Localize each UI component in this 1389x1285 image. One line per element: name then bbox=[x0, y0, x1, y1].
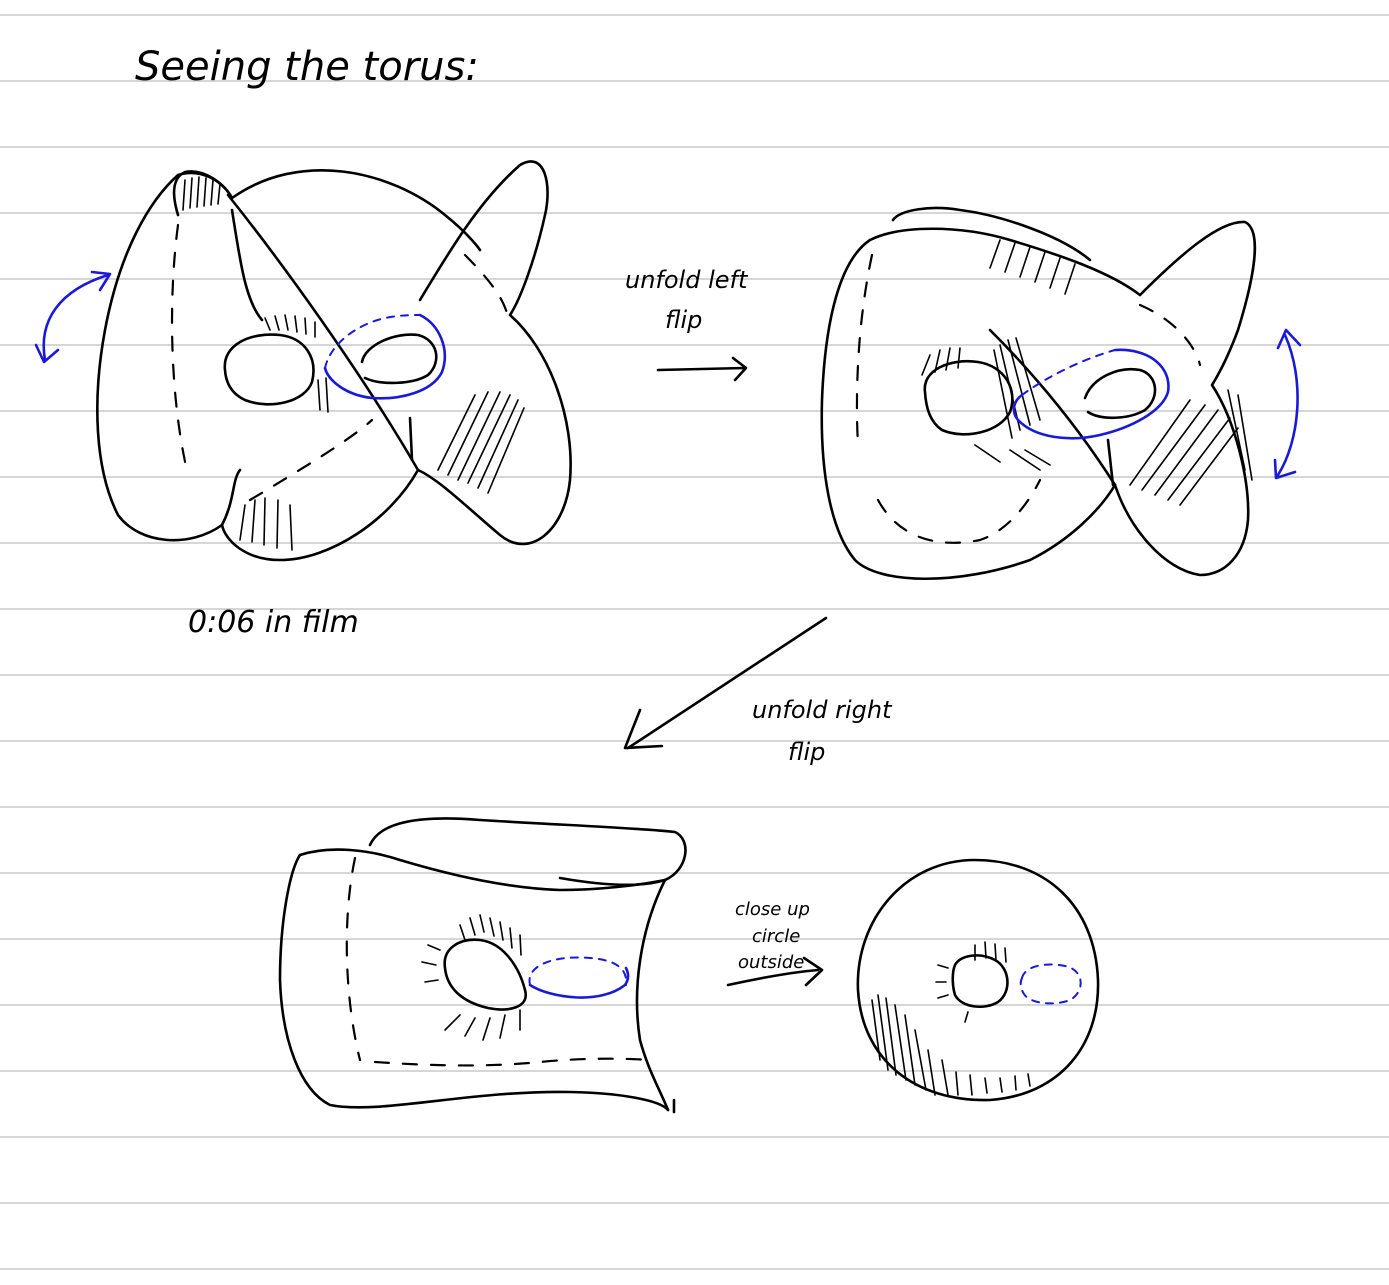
page-title: Seeing the torus: bbox=[135, 44, 479, 90]
right-wing-outline bbox=[1113, 220, 1257, 577]
hidden-edge-left bbox=[170, 223, 190, 477]
step3-arrow bbox=[726, 956, 824, 987]
ruled-lines bbox=[0, 14, 1389, 1270]
blue-loop-solid bbox=[528, 966, 630, 999]
hidden-edge-right bbox=[1138, 303, 1202, 367]
hidden-edge-bottom bbox=[373, 1057, 652, 1067]
hatching bbox=[182, 176, 525, 551]
hole-left bbox=[223, 333, 315, 406]
hole bbox=[443, 938, 527, 1011]
fold-diagonal bbox=[226, 193, 420, 472]
cylinder-body-outline bbox=[278, 853, 670, 1112]
rotation-arrow-head-bottom bbox=[34, 343, 60, 364]
hidden-edge-right bbox=[463, 253, 510, 320]
step1-arrow bbox=[656, 356, 748, 382]
hatching bbox=[871, 941, 1031, 1096]
figure-closed-torus bbox=[856, 858, 1100, 1102]
hole-left bbox=[923, 359, 1014, 436]
rotation-arrow-head-top bbox=[1276, 328, 1302, 350]
top-bump-outline bbox=[172, 170, 234, 217]
hatching bbox=[921, 239, 1253, 506]
left-lobe-outline bbox=[96, 171, 242, 542]
blue-loop-dashed bbox=[528, 956, 628, 986]
step2-arrow bbox=[623, 616, 828, 750]
right-lobe-outline bbox=[416, 160, 572, 546]
rotation-arrow-left bbox=[42, 273, 110, 362]
step3-label-line1: close up bbox=[735, 899, 810, 920]
figure-unfolded-left bbox=[820, 206, 1302, 581]
blue-loop-solid bbox=[1012, 348, 1170, 440]
step2-label-line2: flip bbox=[788, 738, 825, 766]
torus-outline bbox=[856, 858, 1100, 1102]
rotation-arrow-right bbox=[1276, 333, 1299, 477]
blue-loop-dashed bbox=[1021, 349, 1116, 396]
figure-knotted-torus bbox=[34, 160, 572, 562]
hatching bbox=[421, 914, 522, 1041]
lower-cross-outline bbox=[220, 468, 420, 562]
hole-right bbox=[1083, 367, 1157, 420]
torus-hole bbox=[951, 954, 1009, 1009]
cylinder-top-edge bbox=[298, 848, 667, 892]
rotation-arrow-head-bottom bbox=[1273, 458, 1297, 480]
step1-label-line2: flip bbox=[665, 306, 702, 334]
hole-right bbox=[360, 333, 438, 385]
blue-loop-solid bbox=[323, 313, 447, 400]
inner-fold-left bbox=[230, 208, 264, 322]
blue-circle-dashed bbox=[1019, 963, 1082, 1005]
step1-label-line1: unfold left bbox=[625, 266, 749, 294]
rotation-arrow-head-top bbox=[90, 270, 112, 292]
cylinder-right-edge bbox=[635, 878, 676, 1114]
figure-cylinder bbox=[278, 817, 687, 1114]
hidden-edge-left bbox=[345, 856, 362, 1062]
inner-fold-right bbox=[408, 416, 414, 462]
cylinder-top-rim bbox=[368, 817, 687, 887]
top-ridge-outline bbox=[868, 227, 1142, 297]
upper-arc-outline bbox=[230, 169, 482, 252]
step2-label-line1: unfold right bbox=[752, 696, 893, 724]
hidden-edge-left bbox=[855, 253, 874, 447]
cross-line bbox=[988, 328, 1117, 487]
step3-label-line3: outside bbox=[738, 952, 804, 973]
inner-fold bbox=[1106, 438, 1115, 487]
hidden-edge-lower bbox=[248, 418, 374, 502]
blue-loop-dashed bbox=[324, 314, 421, 369]
hidden-edge-bottom bbox=[876, 478, 1042, 544]
left-body-outline bbox=[820, 238, 1117, 581]
timestamp-label: 0:06 in film bbox=[188, 605, 359, 640]
top-rim-outline bbox=[891, 206, 1092, 262]
step3-label-line2: circle bbox=[752, 926, 800, 947]
